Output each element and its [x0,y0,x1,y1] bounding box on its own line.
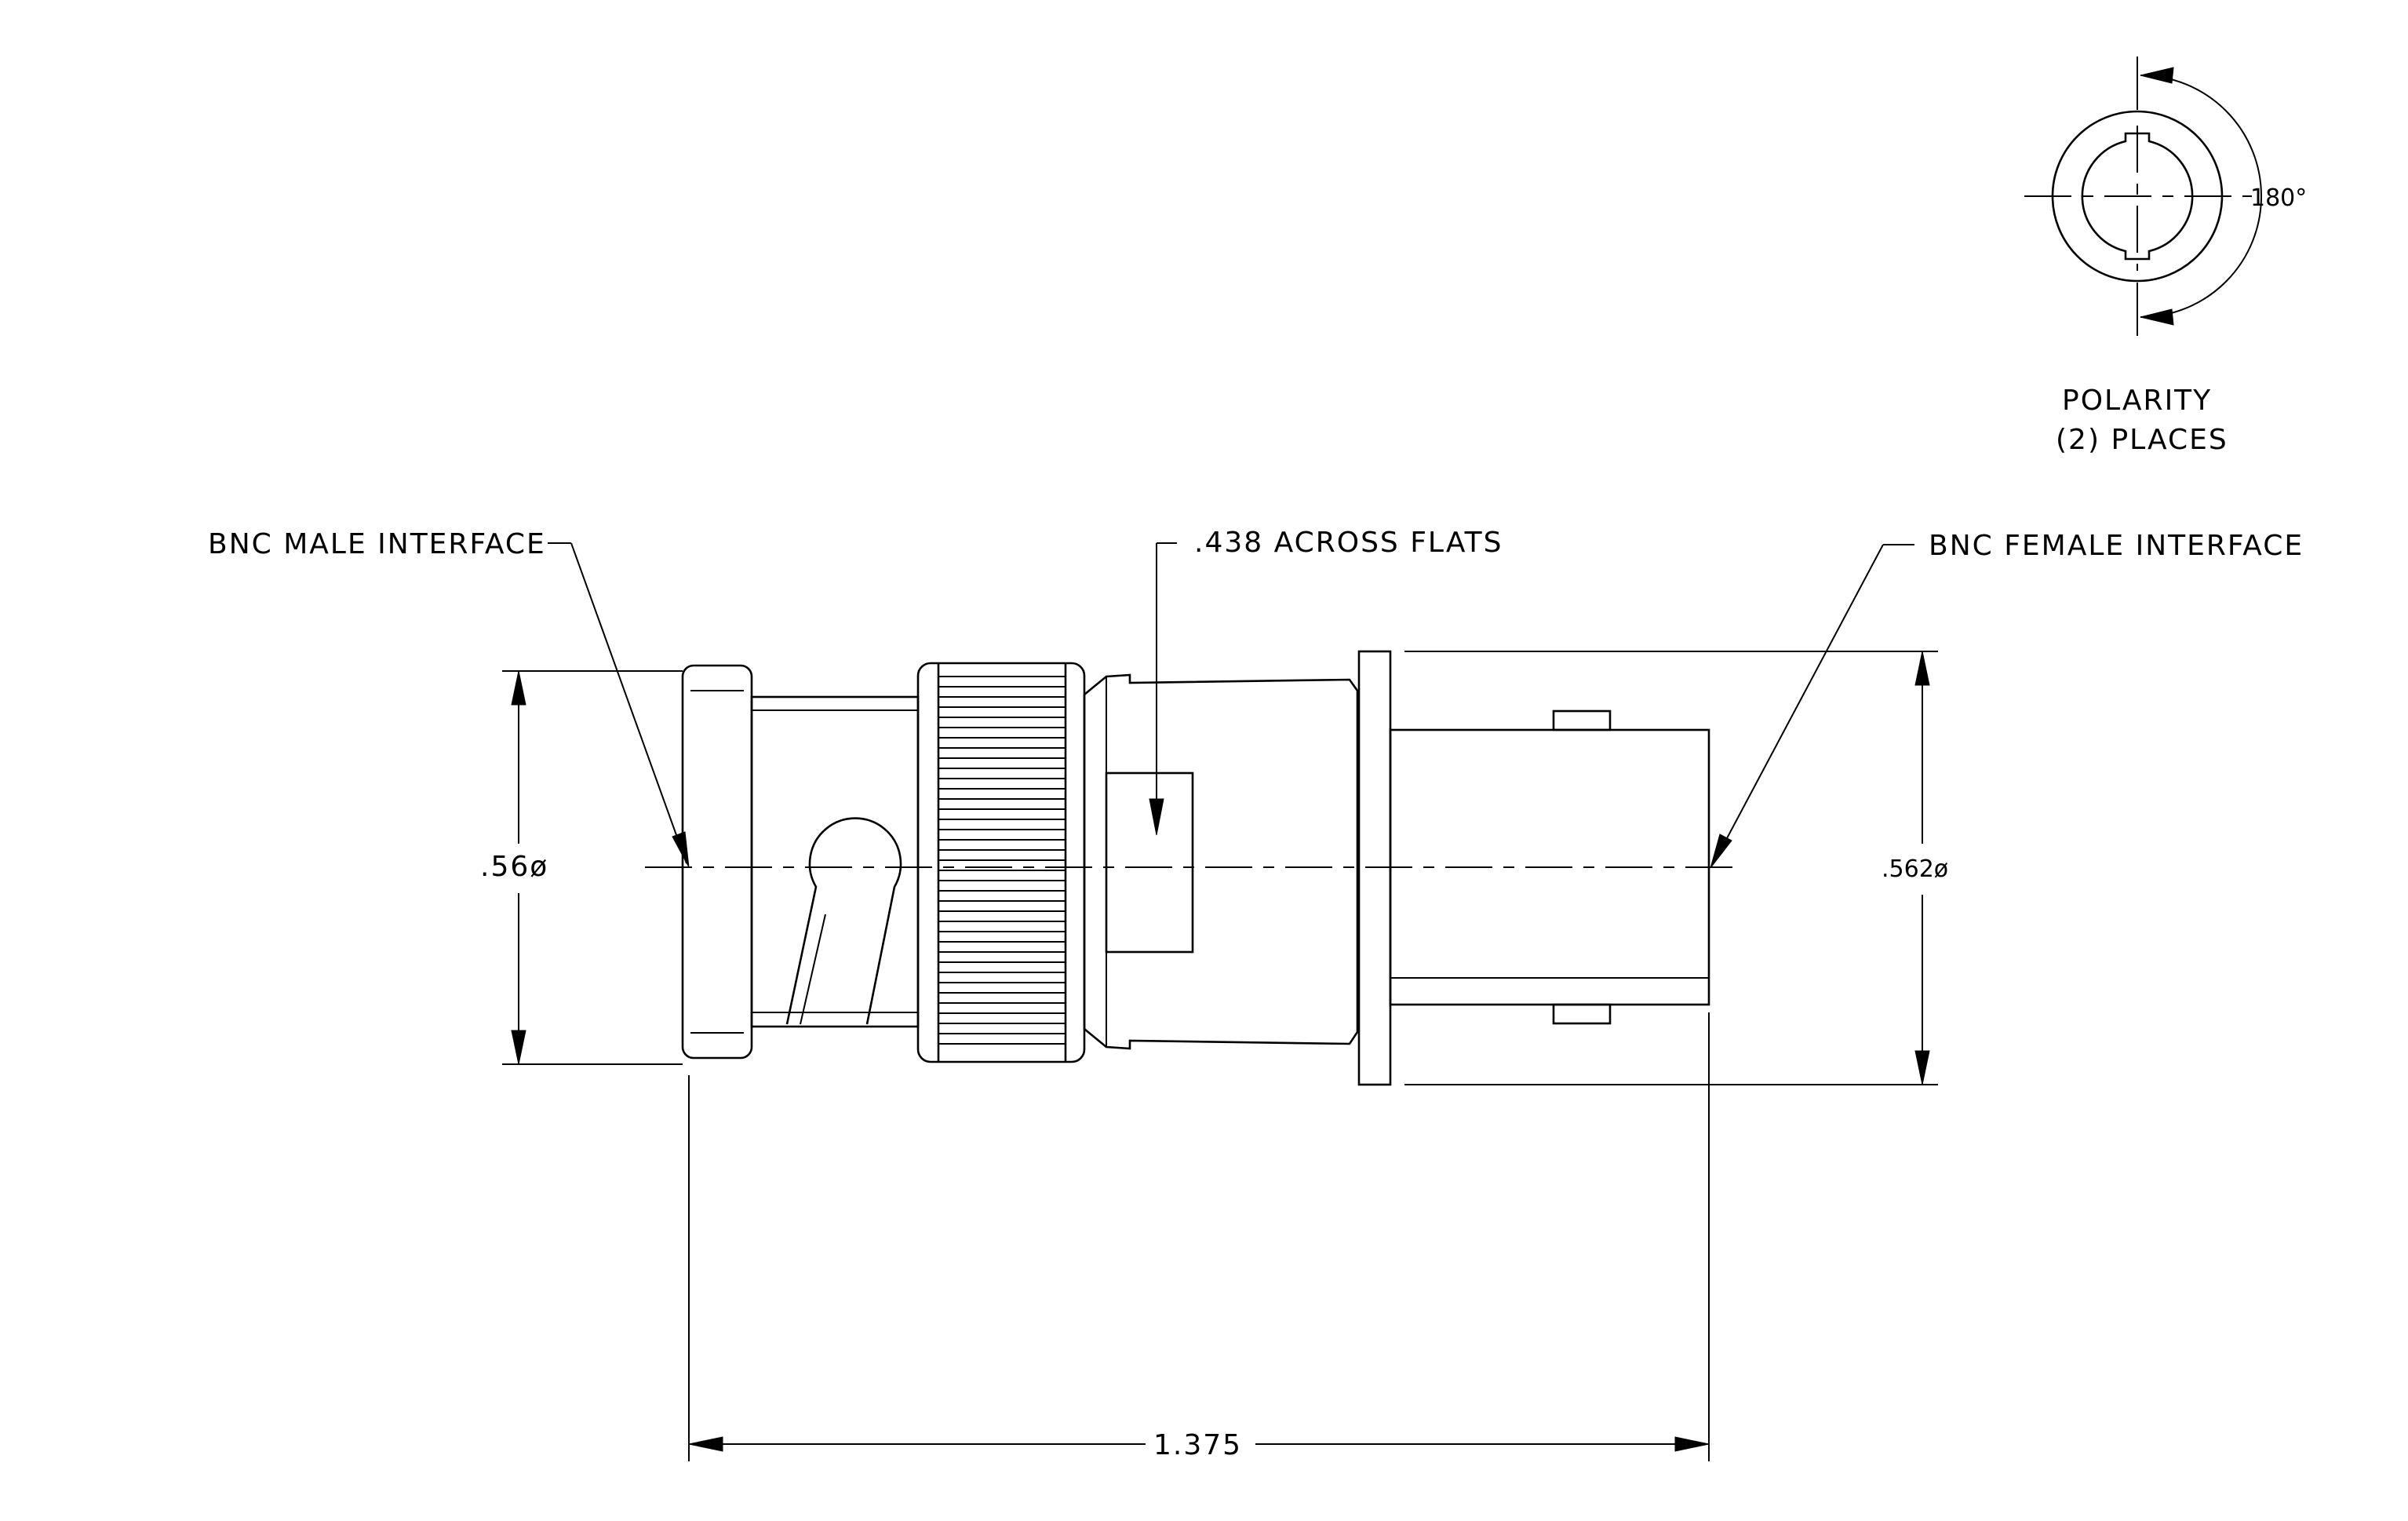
dia-left-arrow-bottom [511,1030,526,1065]
dia-left-label: .56ø [480,851,548,883]
knurl-lines [938,676,1066,1045]
bayonet-slot [785,817,902,1025]
knurled-coupling-nut [916,662,1086,1063]
length-label: 1.375 [1153,1429,1242,1461]
dia-right-arrow-top [1914,651,1930,686]
bayonet-slot-inner [800,914,826,1025]
female-leader [1713,544,1884,864]
dimensions: .56ø .562ø 1.375 BNC MALE INTERFACE .438… [208,527,2304,1461]
bayonet-lug-top [1552,709,1612,731]
polarity-label-line1: POLARITY [2062,385,2212,417]
length-arrow-right [1674,1436,1710,1452]
arc-arrow-bottom [2140,308,2174,326]
angle-label: 180° [2250,184,2307,212]
female-interface-label: BNC FEMALE INTERFACE [1929,530,2304,562]
polarity-keyed-bore [2081,132,2194,261]
male-leader [570,542,687,864]
polarity-label-line2: (2) PLACES [2056,424,2228,456]
male-leader-arrow [672,831,690,868]
dia-left-arrow-top [511,670,526,706]
hex-flat [1105,771,1194,954]
connector-side-view [645,650,1743,1086]
male-bayonet-sleeve [750,695,920,1028]
male-front-flange [681,664,753,1060]
polarity-view: 180° POLARITY (2) PLACES [2024,57,2307,456]
bayonet-lug-bottom [1552,1003,1612,1025]
arc-arrow-top [2140,67,2174,84]
dia-right-arrow-bottom [1914,1050,1930,1085]
flats-leader-arrow [1149,798,1164,836]
polarity-180-arc [2140,75,2262,318]
hex-body [1083,673,1359,1050]
length-arrow-left [688,1436,723,1452]
dia-right-label: .562ø [1882,855,1948,883]
male-interface-label: BNC MALE INTERFACE [208,528,546,560]
across-flats-label: .438 ACROSS FLATS [1194,527,1503,559]
female-leader-arrow [1710,833,1732,869]
